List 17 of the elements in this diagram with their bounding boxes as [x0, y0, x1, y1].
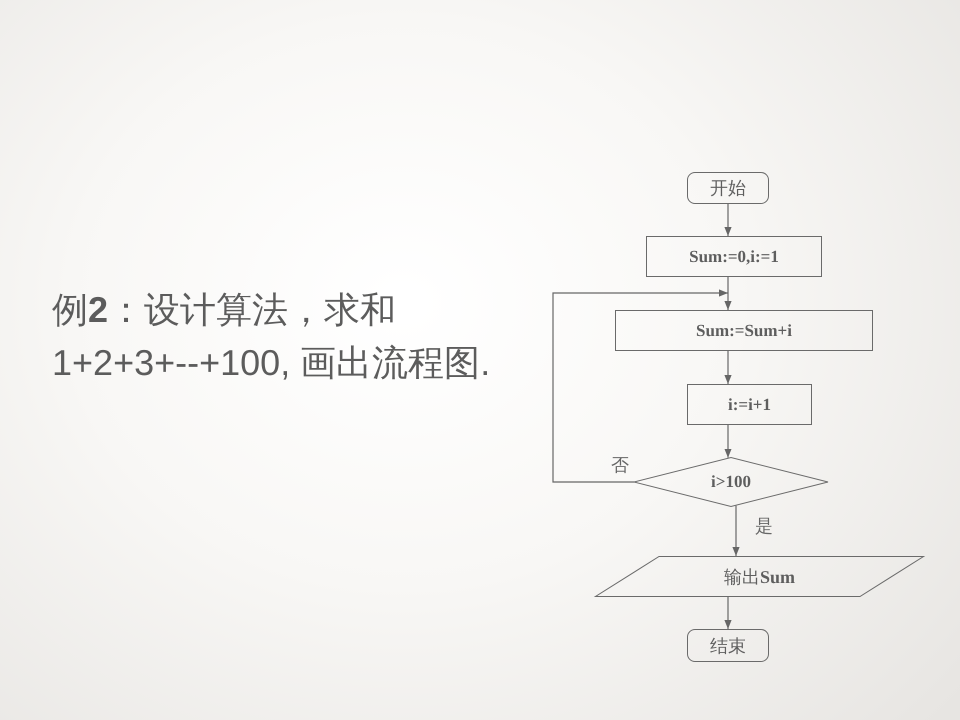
decision-diamond: i>100 [634, 457, 828, 507]
arrow [552, 289, 728, 483]
heading: 例2：设计算法，求和1+2+3+--+100, 画出流程图. [52, 288, 492, 385]
terminal-box: 结束 [687, 629, 769, 662]
terminal-box: 开始 [687, 172, 769, 204]
arrow [724, 425, 732, 458]
edge-label: 否 [611, 455, 629, 475]
edge-label: 是 [755, 516, 773, 536]
process-box: Sum:=0,i:=1 [646, 236, 822, 277]
process-box: i:=i+1 [687, 384, 812, 425]
arrow [724, 277, 732, 310]
arrow [732, 506, 740, 556]
arrow [724, 597, 732, 629]
arrow [724, 204, 732, 236]
process-box: Sum:=Sum+i [615, 310, 873, 351]
arrow [724, 351, 732, 384]
io-parallelogram: 输出Sum [595, 556, 924, 597]
